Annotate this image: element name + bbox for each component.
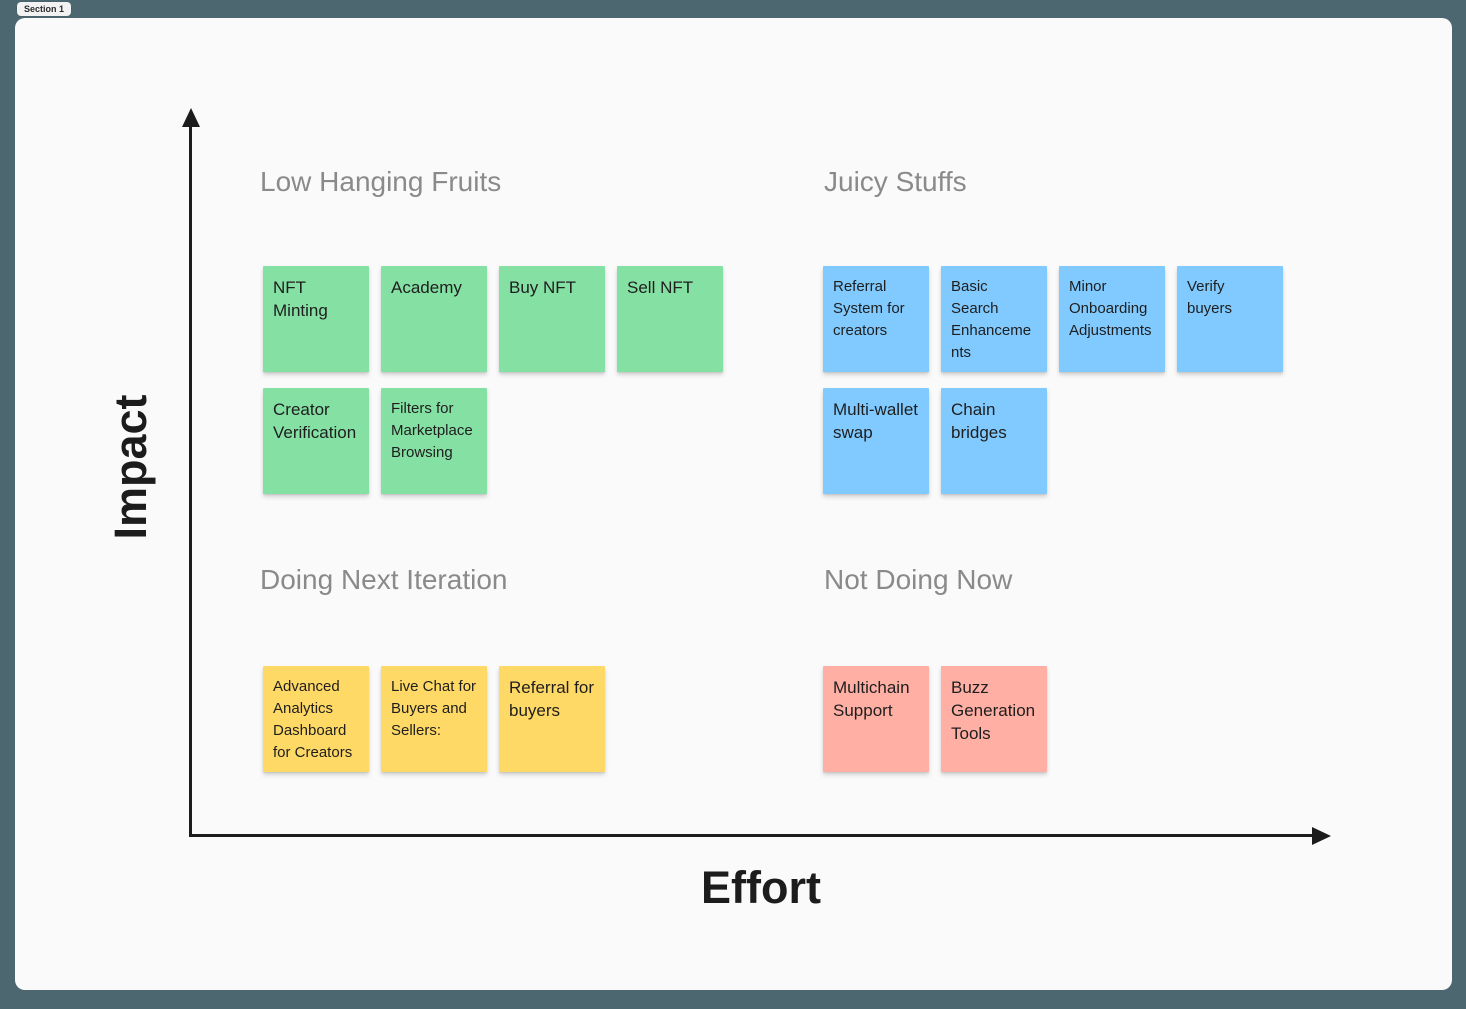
sticky-note-live-chat[interactable]: Live Chat for Buyers and Sellers: <box>381 666 487 772</box>
sticky-note-buy-nft[interactable]: Buy NFT <box>499 266 605 372</box>
sticky-note-academy[interactable]: Academy <box>381 266 487 372</box>
y-axis-label-text: Impact <box>105 394 156 540</box>
sticky-note-filters-for-marketplace-browsing[interactable]: Filters for Marketplace Browsing <box>381 388 487 494</box>
quadrant-title-doing-next-iteration: Doing Next Iteration <box>260 564 508 595</box>
section-tab[interactable]: Section 1 <box>17 2 72 16</box>
sticky-note-buzz-generation-tools[interactable]: Buzz Generation Tools <box>941 666 1047 772</box>
sticky-note-multichain-support[interactable]: Multichain Support <box>823 666 929 772</box>
sticky-note-basic-search-enhancements[interactable]: Basic Search Enhancements <box>941 266 1047 372</box>
sticky-note-verify-buyers[interactable]: Verify buyers <box>1177 266 1283 372</box>
quadrant-title-juicy-stuffs: Juicy Stuffs <box>824 166 967 197</box>
y-axis-arrowhead-icon <box>182 108 200 127</box>
sticky-note-minor-onboarding-adjustments[interactable]: Minor Onboarding Adjustments <box>1059 266 1165 372</box>
sticky-note-referral-for-buyers[interactable]: Referral for buyers <box>499 666 605 772</box>
sticky-note-chain-bridges[interactable]: Chain bridges <box>941 388 1047 494</box>
section-canvas[interactable] <box>15 18 1452 990</box>
quadrant-title-low-hanging-fruits: Low Hanging Fruits <box>260 166 502 197</box>
sticky-note-referral-system-for-creators[interactable]: Referral System for creators <box>823 266 929 372</box>
sticky-note-advanced-analytics-dashboard[interactable]: Advanced Analytics Dashboard for Creator… <box>263 666 369 772</box>
quadrant-title-not-doing-now: Not Doing Now <box>824 564 1013 595</box>
sticky-note-multi-wallet-swap[interactable]: Multi-wallet swap <box>823 388 929 494</box>
sticky-note-creator-verification[interactable]: Creator Verification <box>263 388 369 494</box>
sticky-note-sell-nft[interactable]: Sell NFT <box>617 266 723 372</box>
x-axis-line <box>190 834 1316 837</box>
y-axis-line <box>189 122 192 837</box>
x-axis-label-text: Effort <box>701 862 821 913</box>
sticky-note-nft-minting[interactable]: NFT Minting <box>263 266 369 372</box>
x-axis-arrowhead-icon <box>1312 827 1331 845</box>
